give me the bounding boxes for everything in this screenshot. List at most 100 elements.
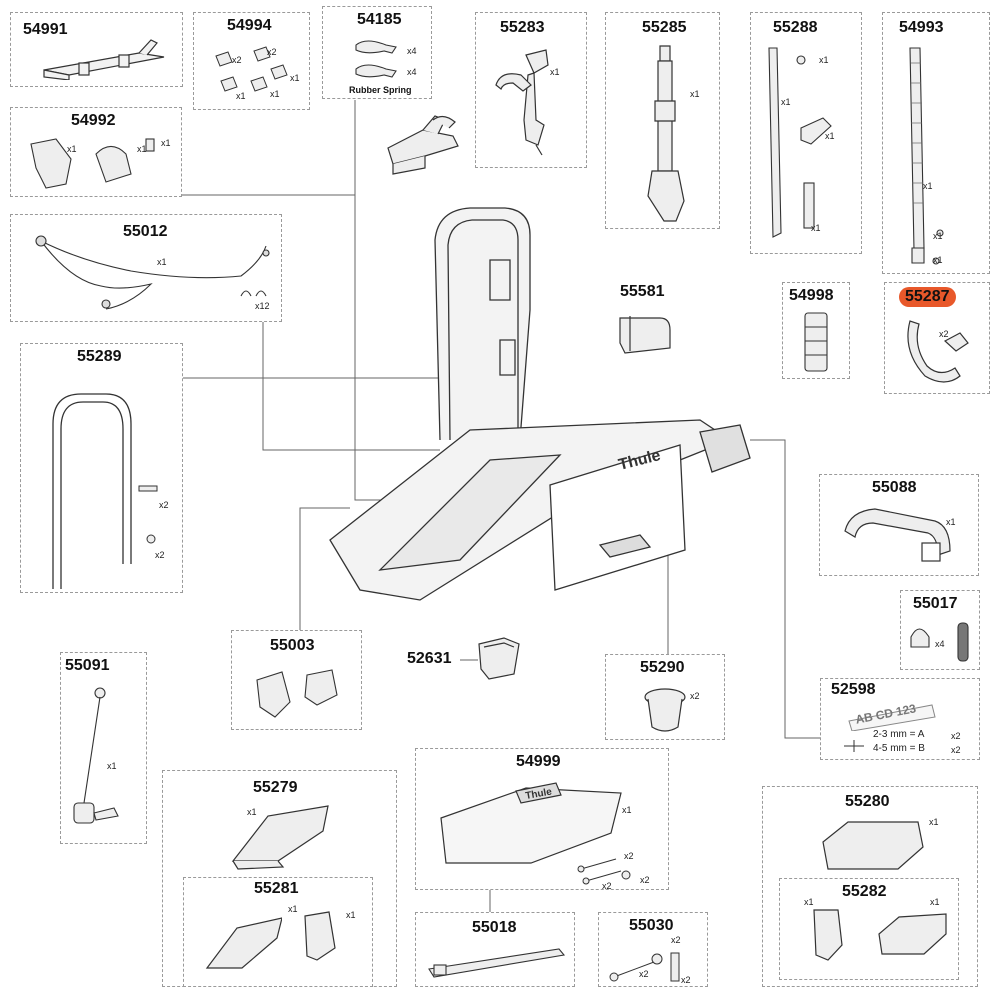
part-box-55282: 55282 x1 x1 bbox=[779, 878, 959, 980]
qty-label: x2 bbox=[690, 691, 700, 701]
part-box-54994: 54994 x2 x2 x1 x1 x1 bbox=[193, 12, 310, 110]
qty-label: x12 bbox=[255, 301, 270, 311]
frame-holder-arm-icon bbox=[495, 49, 549, 156]
part-box-55285: 55285 x1 bbox=[605, 12, 720, 229]
part-box-55281: 55281 x1 x1 bbox=[183, 877, 373, 987]
part-box-52598: 52598 AB CD 123 2-3 mm = A 4-5 mm = B x2… bbox=[820, 678, 980, 760]
strap-holder-icon bbox=[619, 316, 671, 354]
part-box-55088: 55088 x1 bbox=[819, 474, 979, 576]
qty-label: x2 bbox=[681, 975, 691, 985]
part-box-55017: 55017 x4 bbox=[900, 590, 980, 670]
qty-label: x1 bbox=[290, 73, 300, 83]
qty-label: x1 bbox=[161, 138, 171, 148]
handle-icon bbox=[844, 508, 951, 562]
qty-label: x1 bbox=[247, 807, 257, 817]
qty-label: x1 bbox=[825, 131, 835, 141]
part-box-55091: 55091 x1 bbox=[60, 652, 147, 844]
wheel-strap-clamp-icon bbox=[907, 320, 969, 383]
part-number: 55290 bbox=[640, 659, 685, 676]
part-number: 55030 bbox=[629, 917, 674, 934]
qty-label: x1 bbox=[781, 97, 791, 107]
cover-lens-icon bbox=[878, 913, 947, 955]
clip-set-icon bbox=[215, 46, 288, 92]
qty-label: x1 bbox=[933, 231, 943, 241]
qty-label: x1 bbox=[930, 897, 940, 907]
part-number: 52598 bbox=[831, 681, 876, 698]
qty-label: x1 bbox=[923, 181, 933, 191]
part-number: 55012 bbox=[123, 223, 168, 240]
part-number: 55018 bbox=[472, 919, 517, 936]
part-box-54185: 54185 x4 x4 Rubber Spring bbox=[322, 6, 432, 99]
leader-55088 bbox=[750, 439, 820, 739]
strap-and-buckle-icon bbox=[768, 47, 832, 238]
part-box-54993: 54993 x1 x1 x1 bbox=[882, 12, 990, 274]
part-number: 54999 bbox=[516, 753, 561, 770]
part-box-55290: 55290 x2 bbox=[605, 654, 725, 740]
qty-label: x2 bbox=[671, 935, 681, 945]
qty-label: x2 bbox=[624, 851, 634, 861]
end-cap-icon bbox=[478, 637, 520, 680]
rubber-spring-icon bbox=[355, 40, 397, 78]
qty-label: x2 bbox=[232, 55, 242, 65]
qty-label: x1 bbox=[622, 805, 632, 815]
ratchet-strap-icon bbox=[909, 47, 944, 265]
part-number: 55088 bbox=[872, 479, 917, 496]
qty-label: x1 bbox=[107, 761, 117, 771]
cover-bracket-icon bbox=[813, 909, 843, 961]
qty-label: x1 bbox=[236, 91, 246, 101]
bike-carrier-main-assembly: Thule bbox=[329, 207, 751, 601]
qty-label: x1 bbox=[137, 144, 147, 154]
part-box-55283: 55283 x1 bbox=[475, 12, 587, 168]
qty-label: x1 bbox=[67, 144, 77, 154]
part-box-54992: 54992 x1 x1 x1 bbox=[10, 107, 182, 197]
qty-label: x2 bbox=[639, 969, 649, 979]
tail-light-bracket-icon bbox=[304, 911, 336, 961]
part-caption: Rubber Spring bbox=[349, 85, 412, 95]
part-number: 55003 bbox=[270, 637, 315, 654]
rod-with-knob-icon bbox=[73, 687, 119, 824]
qty-label: x2 bbox=[640, 875, 650, 885]
part-box-55288: 55288 x1 x1 x1 x1 bbox=[750, 12, 862, 254]
part-number: 55283 bbox=[500, 19, 545, 36]
qty-label: x2 bbox=[951, 745, 961, 755]
u-bar-frame-icon bbox=[52, 393, 158, 589]
qty-label: x1 bbox=[804, 897, 814, 907]
clip-and-screw-icon bbox=[910, 622, 969, 662]
qty-label: x1 bbox=[346, 910, 356, 920]
leader-55003 bbox=[299, 507, 350, 630]
part-number: 55288 bbox=[773, 19, 818, 36]
part-box-55289: 55289 x2 x2 bbox=[20, 343, 183, 593]
part-number: 55279 bbox=[253, 779, 298, 796]
part-box-55012: 55012 x1 x12 bbox=[10, 214, 282, 322]
part-number: 54994 bbox=[227, 17, 272, 34]
qty-label: x1 bbox=[690, 89, 700, 99]
part-box-55287: 55287 x2 bbox=[884, 282, 990, 394]
qty-label: x1 bbox=[270, 89, 280, 99]
long-rail-icon bbox=[428, 948, 566, 978]
qty-label: x2 bbox=[267, 47, 277, 57]
locking-plates-icon bbox=[256, 669, 338, 718]
part-box-54999: 54999 Thule x1 x2 x2 x2 bbox=[415, 748, 669, 891]
qty-label: x2 bbox=[155, 550, 165, 560]
qty-label: x2 bbox=[159, 500, 169, 510]
strap-pad-icon bbox=[804, 312, 828, 372]
cable-icon bbox=[35, 235, 270, 310]
qty-label: x2 bbox=[602, 881, 612, 891]
qty-label: x2 bbox=[939, 329, 949, 339]
bolt-set-icon bbox=[609, 952, 680, 982]
qty-label: x1 bbox=[811, 223, 821, 233]
part-box-55003: 55003 bbox=[231, 630, 362, 730]
part-number-highlighted[interactable]: 55287 bbox=[899, 287, 956, 307]
qty-label: x1 bbox=[946, 517, 956, 527]
leader-55012 bbox=[262, 322, 440, 451]
part-number: 55282 bbox=[842, 883, 887, 900]
qty-label: x2 bbox=[951, 731, 961, 741]
part-number: 54185 bbox=[357, 11, 402, 28]
qty-label: x4 bbox=[407, 46, 417, 56]
part-box-55030: 55030 x2 x2 x2 bbox=[598, 912, 708, 987]
part-box-54998: 54998 bbox=[782, 282, 850, 379]
part-number: 55091 bbox=[65, 657, 110, 674]
part-number: 54998 bbox=[789, 287, 834, 304]
qty-label: x1 bbox=[933, 255, 943, 265]
qty-label: x4 bbox=[935, 639, 945, 649]
